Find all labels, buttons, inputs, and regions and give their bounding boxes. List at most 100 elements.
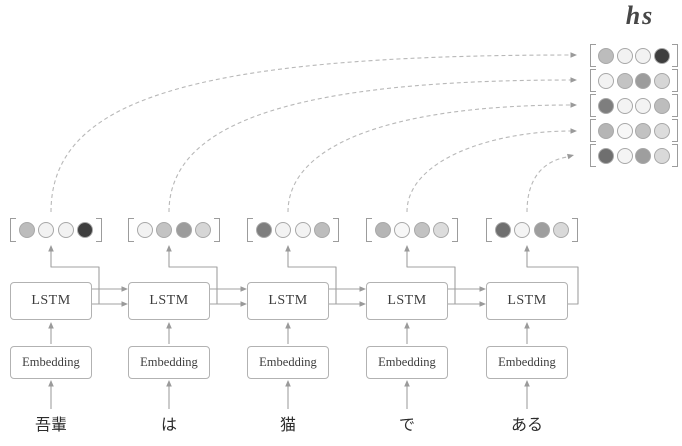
attention-arcs: [50, 54, 572, 213]
state-cell: [514, 222, 531, 238]
embedding-box: Embedding: [486, 346, 568, 379]
left-bracket: [590, 94, 596, 117]
arrowhead-up: [166, 322, 172, 329]
attention-arc: [168, 79, 572, 213]
arrowhead-right: [567, 153, 574, 160]
state-cell: [175, 222, 192, 238]
arrowhead-right: [570, 77, 577, 83]
state-cell: [375, 222, 392, 238]
input-token: 猫: [279, 415, 296, 434]
state-cell: [635, 47, 652, 64]
arrowhead-right: [479, 301, 486, 307]
arrowhead-right: [570, 52, 577, 58]
lstm-box: LSTM: [247, 282, 329, 320]
state-cell: [616, 47, 633, 64]
left-bracket: [247, 218, 253, 242]
right-bracket: [332, 218, 339, 242]
state-cell: [598, 72, 615, 89]
hs-matrix-row: [590, 43, 678, 68]
arrowhead-right: [121, 286, 128, 292]
attention-arc: [287, 104, 572, 213]
state-cell: [616, 72, 633, 89]
state-cell: [598, 47, 615, 64]
left-bracket: [366, 218, 372, 242]
left-bracket: [590, 144, 596, 167]
left-bracket: [590, 44, 596, 67]
state-cell: [616, 122, 633, 139]
state-cell: [616, 147, 633, 164]
arc-arrowheads: [567, 52, 577, 160]
hidden-state-vector: [486, 218, 578, 242]
hidden-state-arrow: [50, 251, 100, 304]
hidden-state-arrow: [287, 251, 337, 304]
left-bracket: [10, 218, 16, 242]
state-cell: [57, 222, 74, 238]
arrowhead-right: [359, 286, 366, 292]
state-cell: [635, 122, 652, 139]
arrowhead-up: [48, 322, 54, 329]
embedding-box: Embedding: [10, 346, 92, 379]
arrowhead-up: [524, 380, 530, 387]
arrowhead-up: [404, 245, 410, 252]
arrowhead-up: [166, 380, 172, 387]
arrowhead-right: [121, 301, 128, 307]
input-token: 吾輩: [34, 415, 67, 434]
state-cell: [653, 72, 670, 89]
state-cell: [635, 72, 652, 89]
state-cell: [552, 222, 569, 238]
hidden-state-arrow: [168, 251, 218, 304]
state-cell: [156, 222, 173, 238]
arrowhead-up: [166, 245, 172, 252]
embedding-box: Embedding: [128, 346, 210, 379]
attention-arc: [526, 156, 568, 213]
state-cell: [294, 222, 311, 238]
hs-label: hs: [625, 1, 655, 30]
right-bracket: [95, 218, 102, 242]
state-cell: [313, 222, 330, 238]
arrowhead-up: [48, 380, 54, 387]
hs-matrix: [590, 43, 678, 168]
state-cell: [653, 97, 670, 114]
state-cell: [598, 122, 615, 139]
left-bracket: [590, 119, 596, 142]
state-cell: [653, 147, 670, 164]
state-cell: [19, 222, 36, 238]
arrowhead-up: [524, 245, 530, 252]
hidden-state-vector: [10, 218, 102, 242]
left-bracket: [128, 218, 134, 242]
lstm-to-lstm-arrows: [329, 288, 364, 305]
arrowheads: [48, 245, 530, 387]
state-cell: [137, 222, 154, 238]
state-cell: [495, 222, 512, 238]
arrowhead-right: [359, 301, 366, 307]
arrowhead-right: [240, 301, 247, 307]
state-cell: [635, 147, 652, 164]
state-cell: [413, 222, 430, 238]
input-token: で: [398, 415, 415, 434]
right-bracket: [671, 94, 678, 117]
arrowhead-up: [48, 245, 54, 252]
lstm-to-lstm-arrows: [210, 288, 245, 305]
arrowhead-right: [240, 286, 247, 292]
lstm-box: LSTM: [366, 282, 448, 320]
solid-wires: [50, 251, 579, 409]
lstm-box: LSTM: [10, 282, 92, 320]
state-cell: [394, 222, 411, 238]
arrowhead-right: [570, 128, 577, 134]
right-bracket: [213, 218, 220, 242]
left-bracket: [590, 69, 596, 92]
arrowhead-up: [285, 245, 291, 252]
arrowhead-up: [404, 380, 410, 387]
embedding-box: Embedding: [366, 346, 448, 379]
hidden-state-vector: [247, 218, 339, 242]
hidden-state-arrow: [406, 251, 456, 304]
attention-arc: [406, 130, 572, 213]
right-bracket: [451, 218, 458, 242]
hs-matrix-row: [590, 143, 678, 168]
state-cell: [598, 97, 615, 114]
state-cell: [653, 47, 670, 64]
left-bracket: [486, 218, 492, 242]
right-bracket: [571, 218, 578, 242]
state-cell: [616, 97, 633, 114]
